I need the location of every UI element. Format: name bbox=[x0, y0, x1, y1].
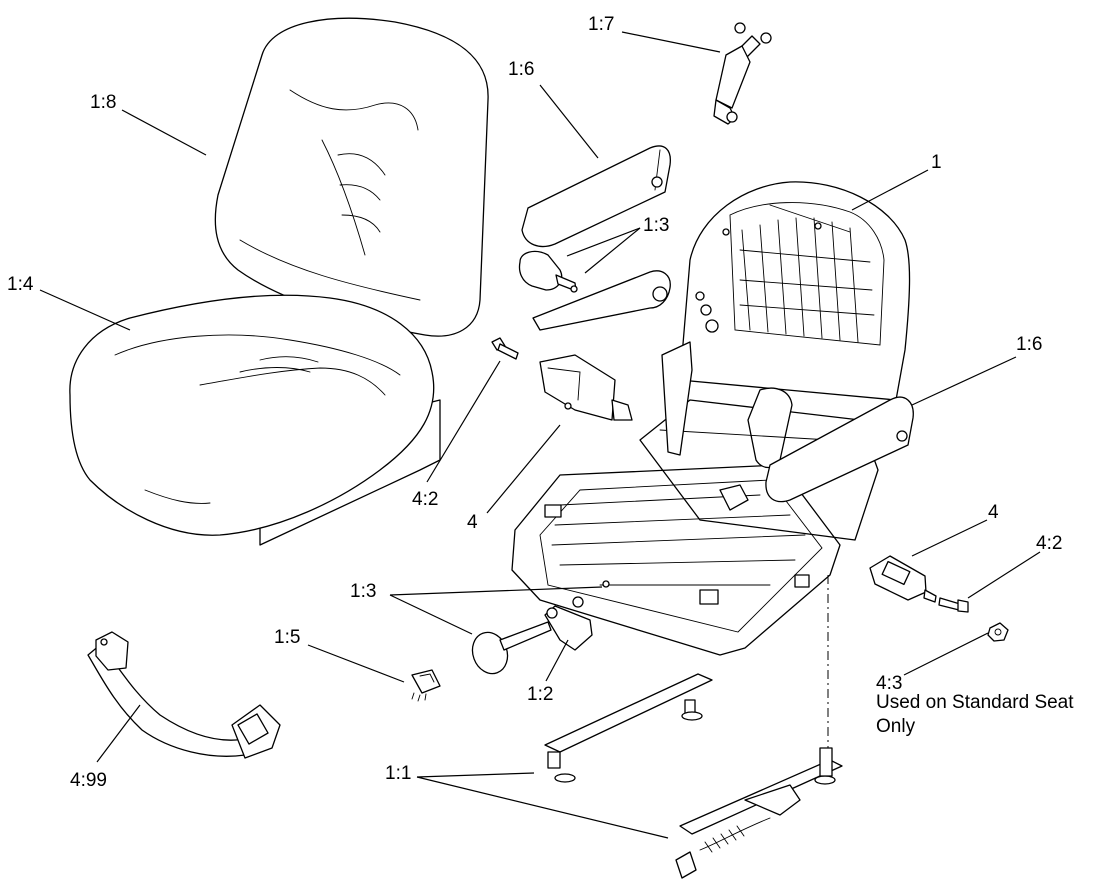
callout-labels: 1:7 1:6 1:8 1 1:3 1:4 1:6 4:2 4 4 4:2 1:… bbox=[7, 14, 1074, 791]
callout-1: 1 bbox=[931, 152, 942, 173]
bolt-right bbox=[938, 597, 969, 613]
callout-1-2: 1:2 bbox=[527, 684, 553, 705]
belt-buckle-right bbox=[869, 555, 937, 603]
shock-absorber bbox=[713, 22, 772, 125]
seat-back-cushion bbox=[214, 17, 489, 337]
callout-1-8: 1:8 bbox=[90, 92, 116, 113]
armrest-right bbox=[765, 396, 914, 503]
callout-1-5: 1:5 bbox=[274, 627, 300, 648]
callout-1-6-top: 1:6 bbox=[508, 59, 534, 80]
lever-handle bbox=[544, 580, 610, 651]
seat-bottom-cushion bbox=[69, 294, 441, 546]
switch bbox=[411, 669, 441, 702]
rail-lower bbox=[675, 747, 843, 879]
rail-upper bbox=[544, 673, 713, 783]
seat-base-frame bbox=[511, 341, 879, 656]
note-line-2: Only bbox=[876, 716, 916, 737]
nut bbox=[987, 622, 1009, 642]
callout-4-2-right: 4:2 bbox=[1036, 533, 1062, 554]
callout-4-left: 4 bbox=[467, 512, 478, 533]
seat-back-frame bbox=[679, 181, 911, 401]
knob-top bbox=[518, 250, 578, 293]
callout-1-6-right: 1:6 bbox=[1016, 334, 1042, 355]
callout-4-right: 4 bbox=[988, 502, 999, 523]
callout-4-3: 4:3 bbox=[876, 673, 902, 694]
callout-4-99: 4:99 bbox=[70, 770, 107, 791]
knob-bottom bbox=[471, 621, 552, 675]
leader-lines bbox=[39, 31, 1041, 839]
belt-retractor-left bbox=[539, 354, 633, 421]
callout-1-1: 1:1 bbox=[385, 763, 411, 784]
seat-belt bbox=[87, 631, 281, 759]
bolt-left bbox=[491, 337, 519, 360]
callout-1-3-bottom: 1:3 bbox=[350, 581, 376, 602]
armrest-top bbox=[521, 145, 671, 248]
callout-4-2-left: 4:2 bbox=[412, 489, 438, 510]
recline-lever-plate bbox=[532, 270, 671, 331]
callout-1-4: 1:4 bbox=[7, 274, 34, 295]
callout-1-7: 1:7 bbox=[588, 14, 614, 35]
callout-1-3-top: 1:3 bbox=[643, 215, 669, 236]
note-line-1: Used on Standard Seat bbox=[876, 692, 1074, 713]
